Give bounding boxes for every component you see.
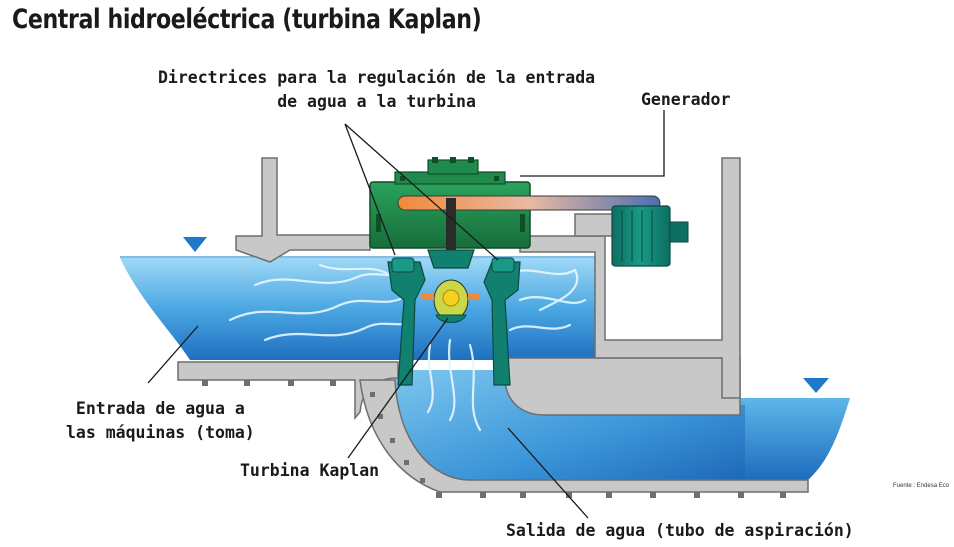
intake-water	[120, 258, 600, 360]
label-generador: Generador	[641, 90, 731, 109]
runner-hub	[427, 249, 475, 269]
guide-vanes	[391, 257, 515, 273]
runner-blade-right	[468, 294, 480, 300]
page-title: Central hidroeléctrica (turbina Kaplan)	[12, 4, 482, 35]
tailrace-water	[740, 398, 850, 480]
runner-nose	[435, 314, 467, 323]
concrete-foundation	[359, 379, 809, 493]
label-entrada-line1: Entrada de agua a	[75, 399, 245, 418]
foundation-bolts	[202, 380, 786, 498]
concrete-draft-block	[504, 357, 741, 416]
generator-cap	[669, 221, 689, 243]
label-entrada-line2: las máquinas (toma)	[66, 423, 255, 442]
turbine-casing-right	[483, 261, 521, 386]
label-directrices-line1: Directrices para la regulación de la ent…	[158, 68, 596, 87]
runner-blade-left	[422, 294, 434, 300]
label-salida: Salida de agua (tubo de aspiración)	[506, 521, 854, 540]
label-directrices-line2: de agua a la turbina	[277, 92, 476, 111]
turbine-casing-left	[387, 261, 426, 386]
label-directrices: Directrices para la regulación de la ent…	[158, 66, 595, 114]
water-level-marker-right	[803, 378, 829, 393]
concrete-left-wall	[235, 157, 371, 263]
label-entrada: Entrada de agua a las máquinas (toma)	[66, 397, 255, 445]
runner-center	[442, 289, 460, 307]
label-turbina: Turbina Kaplan	[240, 461, 380, 480]
water-level-marker-left	[183, 237, 207, 252]
source-credit: Fuente : Endesa Eco	[893, 483, 950, 489]
generator-bolts	[376, 157, 525, 232]
turbine-shaft	[446, 198, 456, 250]
concrete-right-wall	[519, 157, 741, 399]
generator-fins	[621, 210, 653, 262]
leader-lines	[147, 110, 665, 519]
transmission-shaft	[397, 195, 661, 211]
external-generator	[611, 205, 671, 267]
draft-tube-water	[395, 370, 745, 480]
